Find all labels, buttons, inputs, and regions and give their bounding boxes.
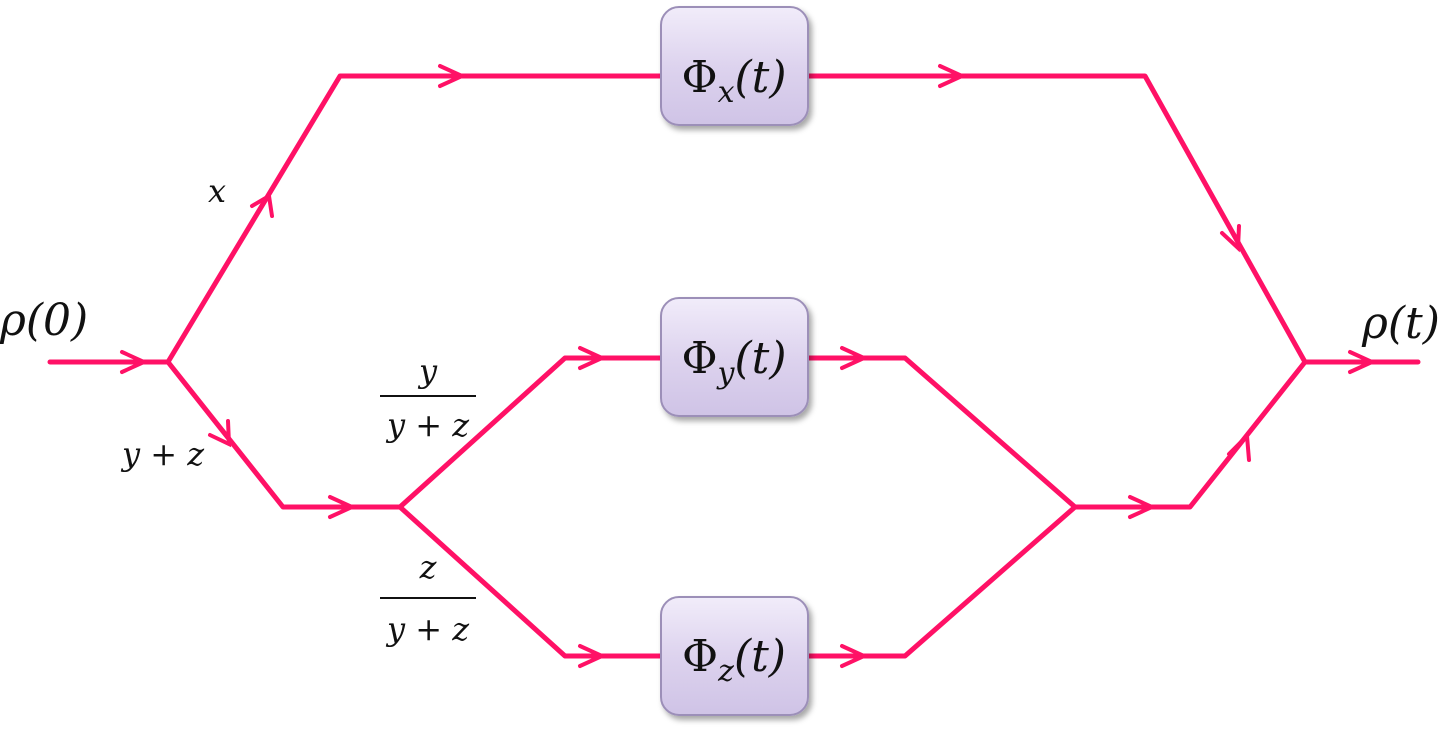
weight-y-numerator: y: [417, 352, 438, 390]
arrow-z-in: [578, 644, 607, 668]
weight-z-numerator: z: [419, 548, 438, 586]
weight-y-fraction: y y + z: [380, 352, 476, 444]
output-state-label: ρ(t): [1361, 298, 1440, 349]
channel-box-y-frame: [660, 297, 809, 417]
channel-box-y: Φy(t): [660, 297, 809, 417]
channel-y-label: Φy(t): [681, 333, 786, 391]
channel-box-z: Φz(t): [660, 596, 809, 716]
channel-box-z-frame: [660, 596, 809, 716]
weight-y-denominator: y + z: [385, 406, 470, 444]
weight-yz-label: y + z: [120, 435, 205, 473]
arrow-yz-mid: [328, 495, 357, 519]
wire-yz-merge: [1072, 359, 1308, 510]
channel-z-label: Φz(t): [682, 631, 786, 689]
channel-box-x-frame: [660, 6, 809, 126]
arrowheads: [120, 64, 1377, 668]
channel-x-label: Φx(t): [681, 52, 786, 110]
arrow-output: [1348, 350, 1377, 374]
arrow-x-top-left: [438, 64, 467, 88]
arrow-x-top-right: [938, 64, 967, 88]
arrow-merge-up: [1227, 431, 1251, 462]
weight-z-denominator: y + z: [385, 610, 470, 648]
arrow-y-out: [840, 346, 869, 370]
arrow-merge: [1128, 495, 1157, 519]
arrow-yz-down: [208, 419, 232, 448]
weight-z-fraction: z y + z: [380, 548, 476, 648]
arrow-y-in: [578, 346, 607, 370]
input-state-label: ρ(0): [0, 295, 88, 346]
arrow-z-out: [840, 644, 869, 668]
channel-box-x: Φx(t): [660, 6, 809, 126]
weight-x-label: x: [208, 172, 226, 210]
wire-yz-branch: [165, 359, 403, 510]
arrow-x-up: [250, 192, 274, 218]
arrow-x-down: [1220, 224, 1241, 253]
arrow-input: [120, 350, 149, 374]
